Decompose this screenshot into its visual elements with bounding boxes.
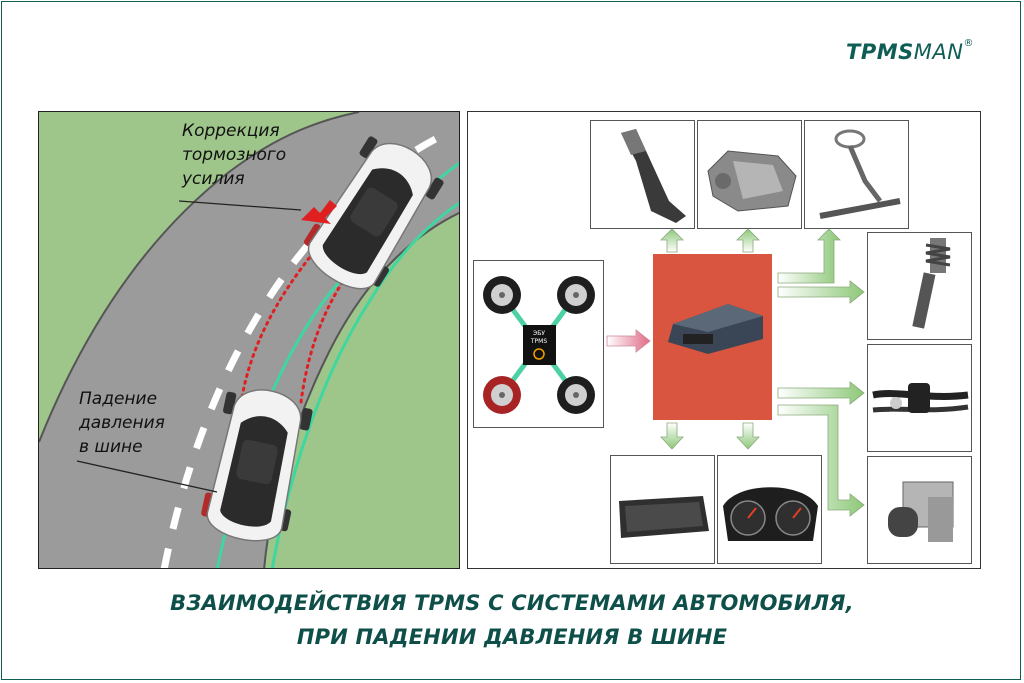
road-scene [39, 112, 459, 568]
diagram-title-line2: ПРИ ПАДЕНИИ ДАВЛЕНИЯ В ШИНЕ [296, 625, 728, 649]
display-unit-icon [619, 496, 709, 538]
tpms-chip-line1: ЭБУ [533, 330, 545, 337]
ecu-icon [668, 304, 763, 354]
instrument-cluster-box [717, 455, 822, 564]
steering-box [804, 120, 909, 229]
transmission-icon [707, 150, 797, 212]
tire-icon [557, 376, 595, 414]
tpms-sensors-box: ЭБУ TPMS [473, 260, 604, 428]
car-upper [303, 136, 444, 290]
tpms-warning-icon [533, 348, 545, 360]
pressure-drop-label: Падение давления в шине [79, 389, 165, 457]
flat-tire-icon [483, 376, 521, 414]
abs-module-icon [888, 481, 954, 542]
brake-correction-arrow [301, 200, 337, 224]
car-lower [201, 389, 313, 542]
abs-module-box [867, 456, 972, 564]
trajectory-green-2 [270, 201, 459, 568]
accelerator-pedal-icon [621, 129, 686, 223]
display-unit-box [610, 455, 715, 564]
tpmsman-logo: TPMSMAN® [846, 38, 974, 64]
instrument-cluster-icon [723, 487, 818, 541]
shock-absorber-icon [912, 238, 951, 329]
steering-column-icon [819, 129, 901, 219]
brake-line-box [867, 344, 972, 452]
road-outer [39, 112, 459, 568]
ecu-block [653, 254, 772, 420]
diagram-title-line1: ВЗАИМОДЕЙСТВИЯ TPMS С СИСТЕМАМИ АВТОМОБИ… [170, 591, 854, 615]
transmission-box [697, 120, 802, 229]
brake-line-icon [872, 383, 969, 413]
tire-icon [483, 276, 521, 314]
brake-correction-label: Коррекция тормозного усилия [182, 121, 287, 189]
road-scene-panel: Коррекция тормозного усилия Падение давл… [38, 111, 460, 569]
correction-path-2 [299, 260, 359, 404]
shock-absorber-box [867, 232, 972, 340]
tpms-chip-line2: TPMS [530, 338, 547, 345]
tire-icon [557, 276, 595, 314]
tire-sensors: ЭБУ TPMS [483, 276, 595, 414]
accelerator-pedal-box [590, 120, 695, 229]
